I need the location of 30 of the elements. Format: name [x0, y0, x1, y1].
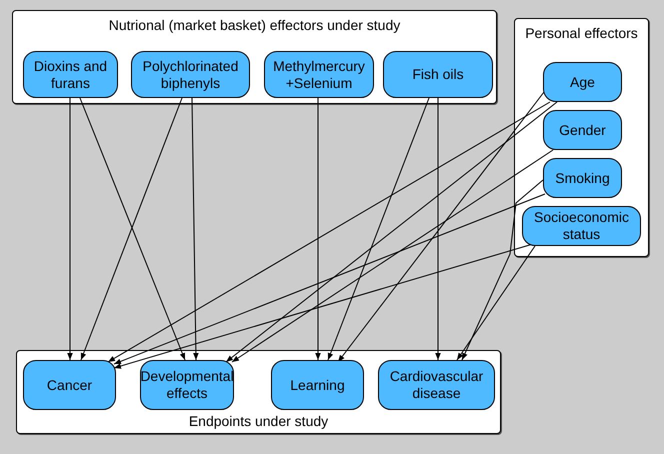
arrow — [114, 194, 546, 364]
arrow — [192, 98, 199, 360]
group-heading: Personal effectors — [524, 25, 639, 41]
rounded-box: Dioxins and furans — [23, 51, 118, 98]
group-heading: Nutrional (market basket) effectors under study — [108, 17, 402, 33]
arrow — [67, 98, 73, 360]
arrow — [108, 102, 550, 362]
rounded-box: Age — [543, 62, 622, 102]
arrow — [328, 98, 430, 360]
rounded-box: Polychlorinated biphenyls — [131, 51, 250, 98]
rounded-box: Cancer — [23, 360, 116, 410]
rounded-box: Learning — [271, 360, 364, 410]
rounded-box: Cardiovascular disease — [378, 360, 495, 410]
arrow — [435, 98, 441, 360]
rounded-box: Fish oils — [383, 51, 493, 98]
arrow — [232, 150, 554, 362]
group-panel — [514, 18, 649, 257]
arrow — [226, 102, 558, 362]
group-panel — [12, 10, 497, 104]
rounded-box: Gender — [543, 110, 622, 150]
group-panel — [16, 350, 501, 434]
rounded-box: Socioeconomic status — [522, 206, 641, 246]
group-heading: Endpoints under study — [188, 413, 330, 429]
arrow — [338, 92, 544, 362]
rounded-box: Methylmercury +Selenium — [264, 51, 374, 98]
arrow — [456, 246, 536, 360]
arrow — [462, 180, 544, 360]
rounded-box: Developmental effects — [140, 360, 234, 410]
rounded-box: Smoking — [543, 158, 622, 198]
arrow — [315, 98, 321, 360]
